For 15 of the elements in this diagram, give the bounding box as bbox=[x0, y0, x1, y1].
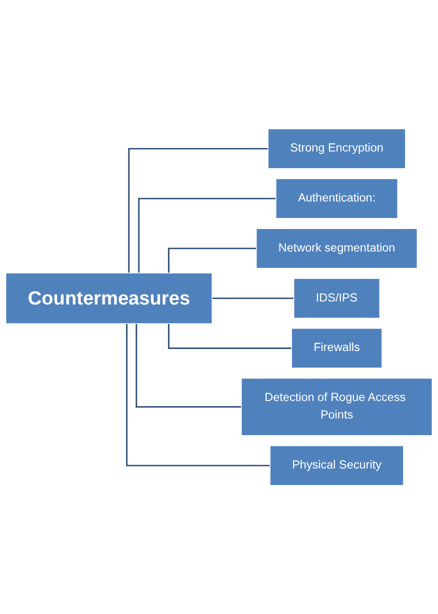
node-box: IDS/IPS bbox=[294, 278, 380, 318]
connector bbox=[168, 324, 292, 349]
connector bbox=[211, 297, 294, 299]
node-box: Authentication: bbox=[276, 178, 398, 219]
connector bbox=[126, 324, 270, 466]
connector bbox=[136, 324, 242, 408]
connector bbox=[128, 148, 268, 273]
node-box: Strong Encryption bbox=[268, 128, 406, 169]
connector bbox=[168, 248, 256, 273]
node-box: Countermeasures bbox=[6, 272, 212, 324]
node-box: Physical Security bbox=[270, 445, 404, 486]
node-box: Network segmentation bbox=[256, 228, 418, 268]
node-box: Firewalls bbox=[291, 328, 382, 368]
connector bbox=[138, 198, 276, 273]
node-box: Detection of Rogue Access Points bbox=[241, 378, 432, 436]
